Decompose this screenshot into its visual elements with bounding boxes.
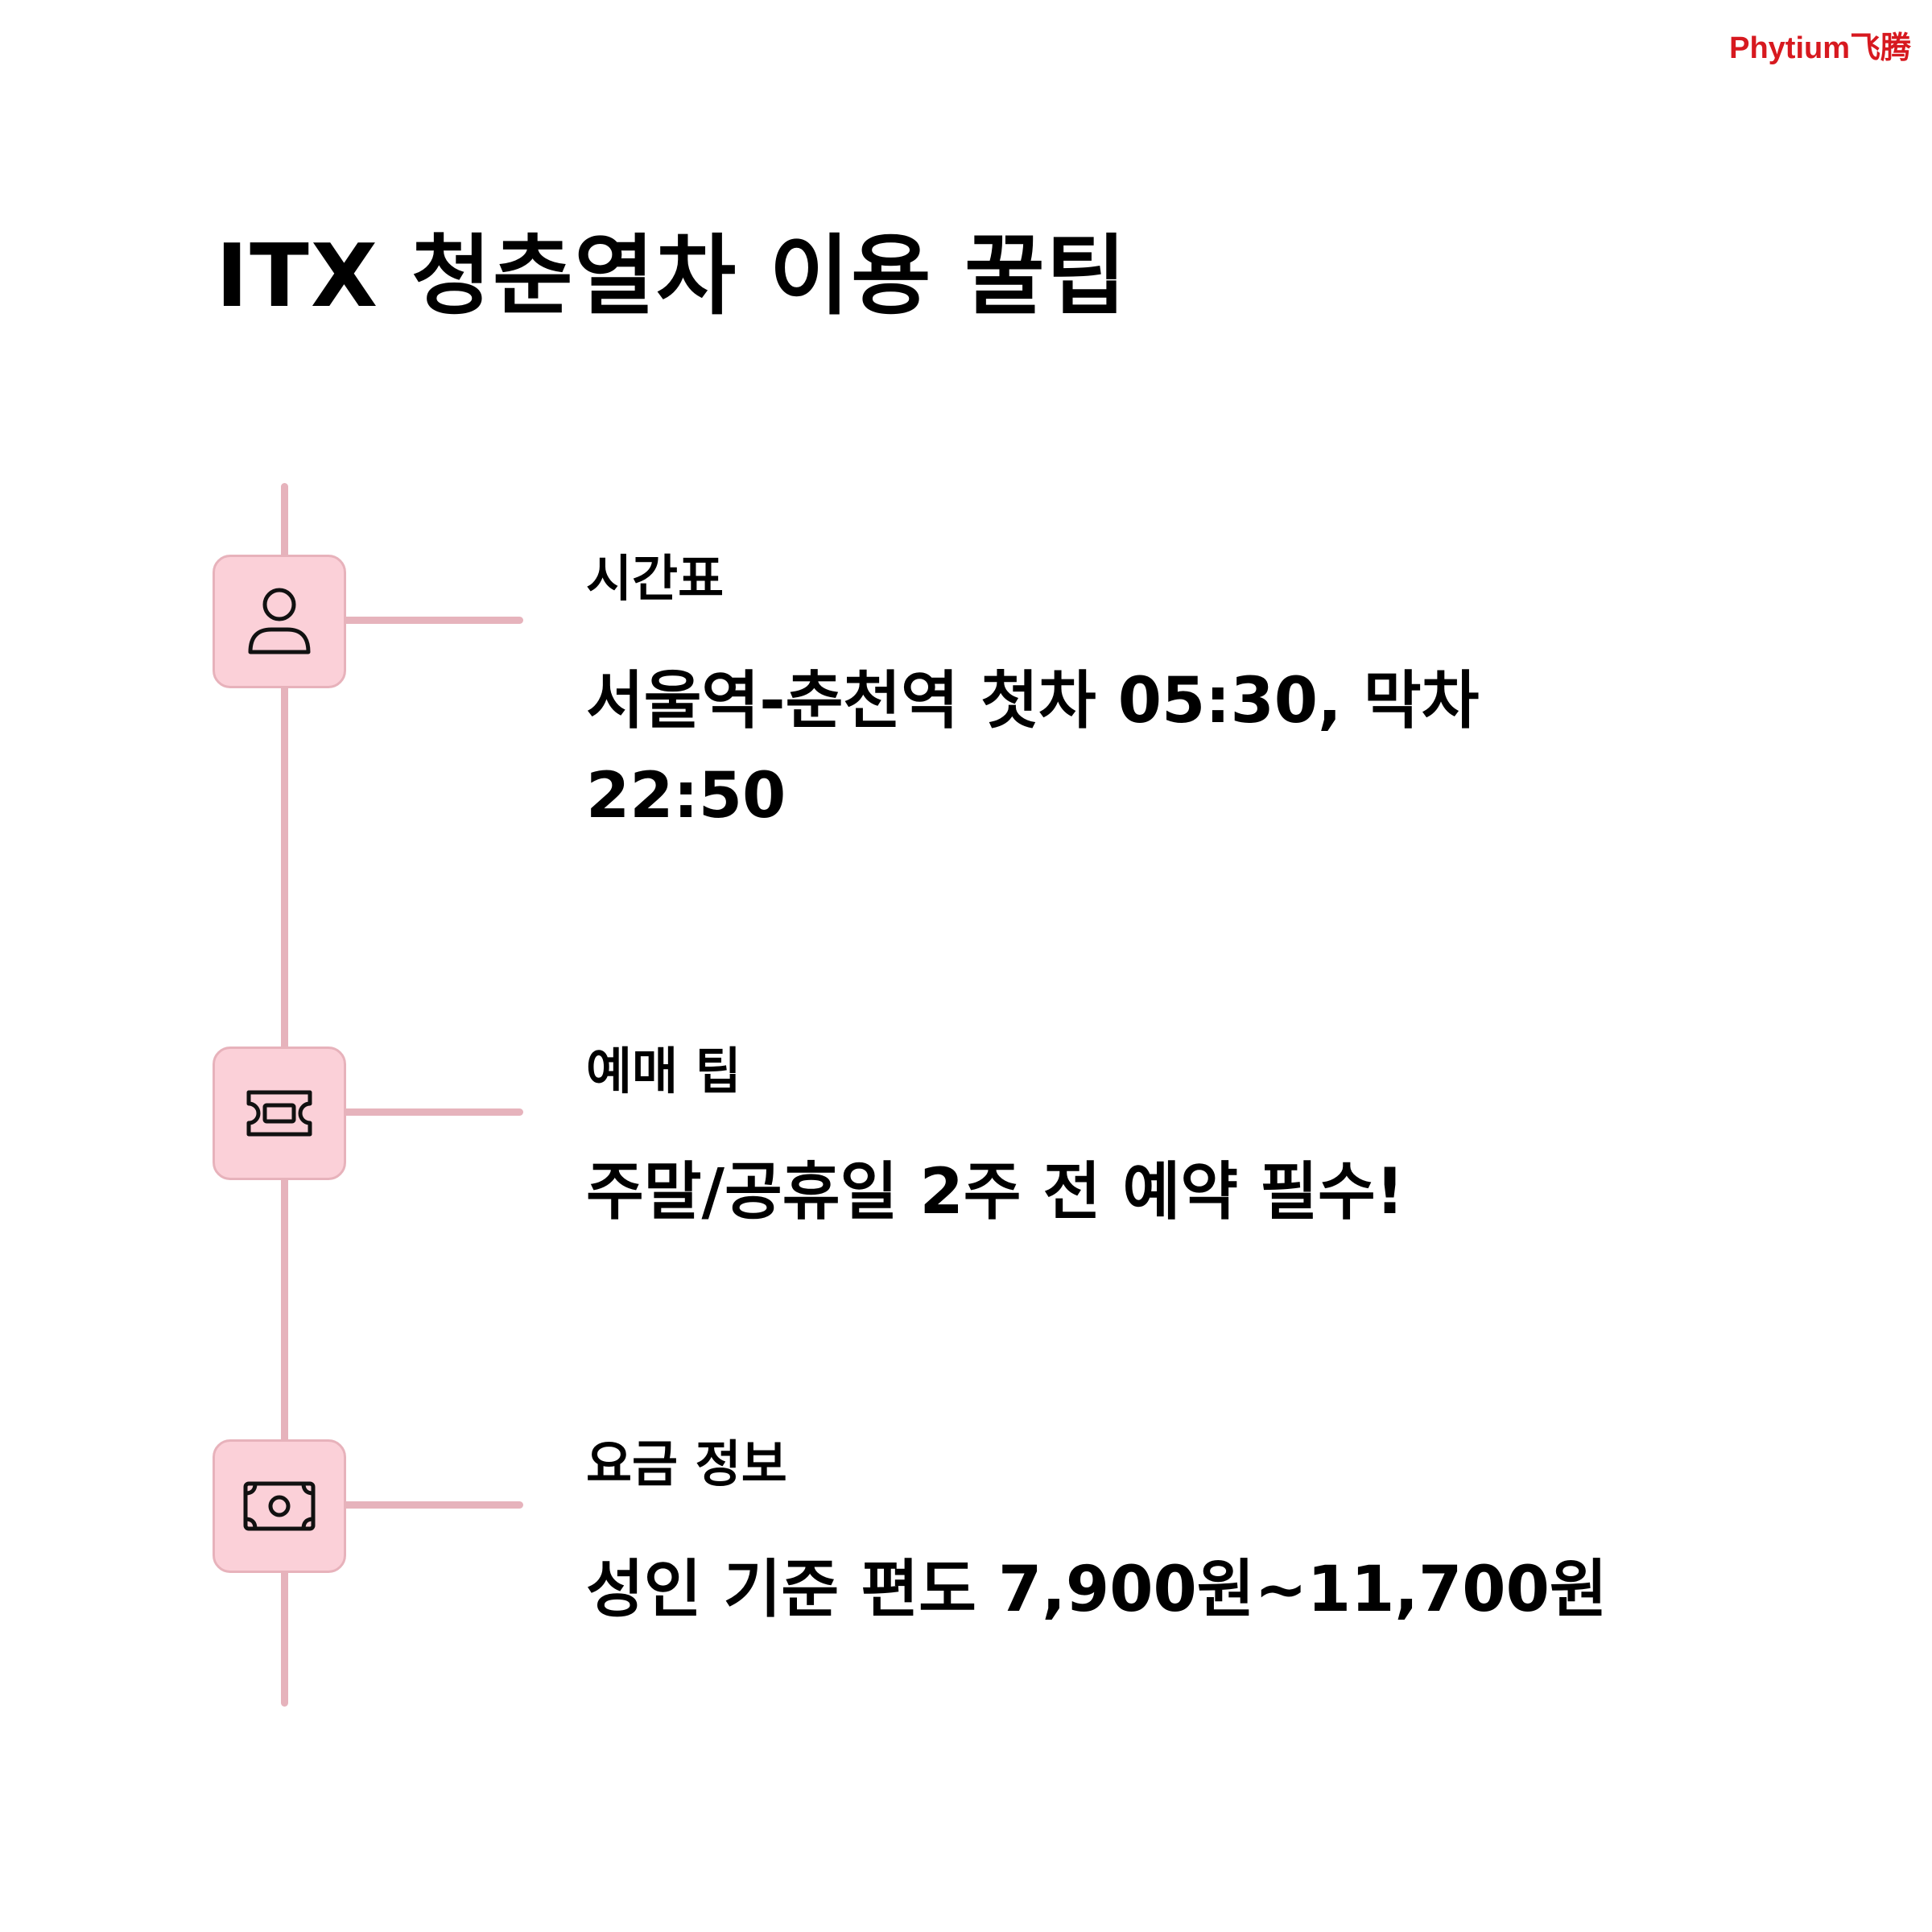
item-heading-booking: 예매 팁 <box>586 1042 741 1100</box>
timeline-connector <box>338 1501 523 1509</box>
timeline-connector <box>338 1108 523 1116</box>
timeline-connector <box>338 617 523 624</box>
ticket-icon <box>246 1090 312 1137</box>
item-heading-schedule: 시간표 <box>586 549 724 608</box>
item-body-booking: 주말/공휴일 2주 전 예약 필수! <box>586 1156 1405 1228</box>
brand-logo: Phytium飞腾 <box>1729 31 1911 65</box>
user-icon <box>248 588 311 654</box>
item-body-schedule: 서울역-춘천역 첫차 05:30, 막차 22:50 <box>586 665 1480 832</box>
icon-box-fare <box>213 1439 346 1573</box>
page-title: ITX 청춘열차 이용 꿀팁 <box>216 226 1128 327</box>
item-body-fare: 성인 기준 편도 7,900원~11,700원 <box>586 1554 1608 1626</box>
money-icon <box>243 1481 316 1531</box>
icon-box-schedule <box>213 555 346 688</box>
item-heading-fare: 요금 정보 <box>586 1435 787 1493</box>
icon-box-booking <box>213 1046 346 1180</box>
